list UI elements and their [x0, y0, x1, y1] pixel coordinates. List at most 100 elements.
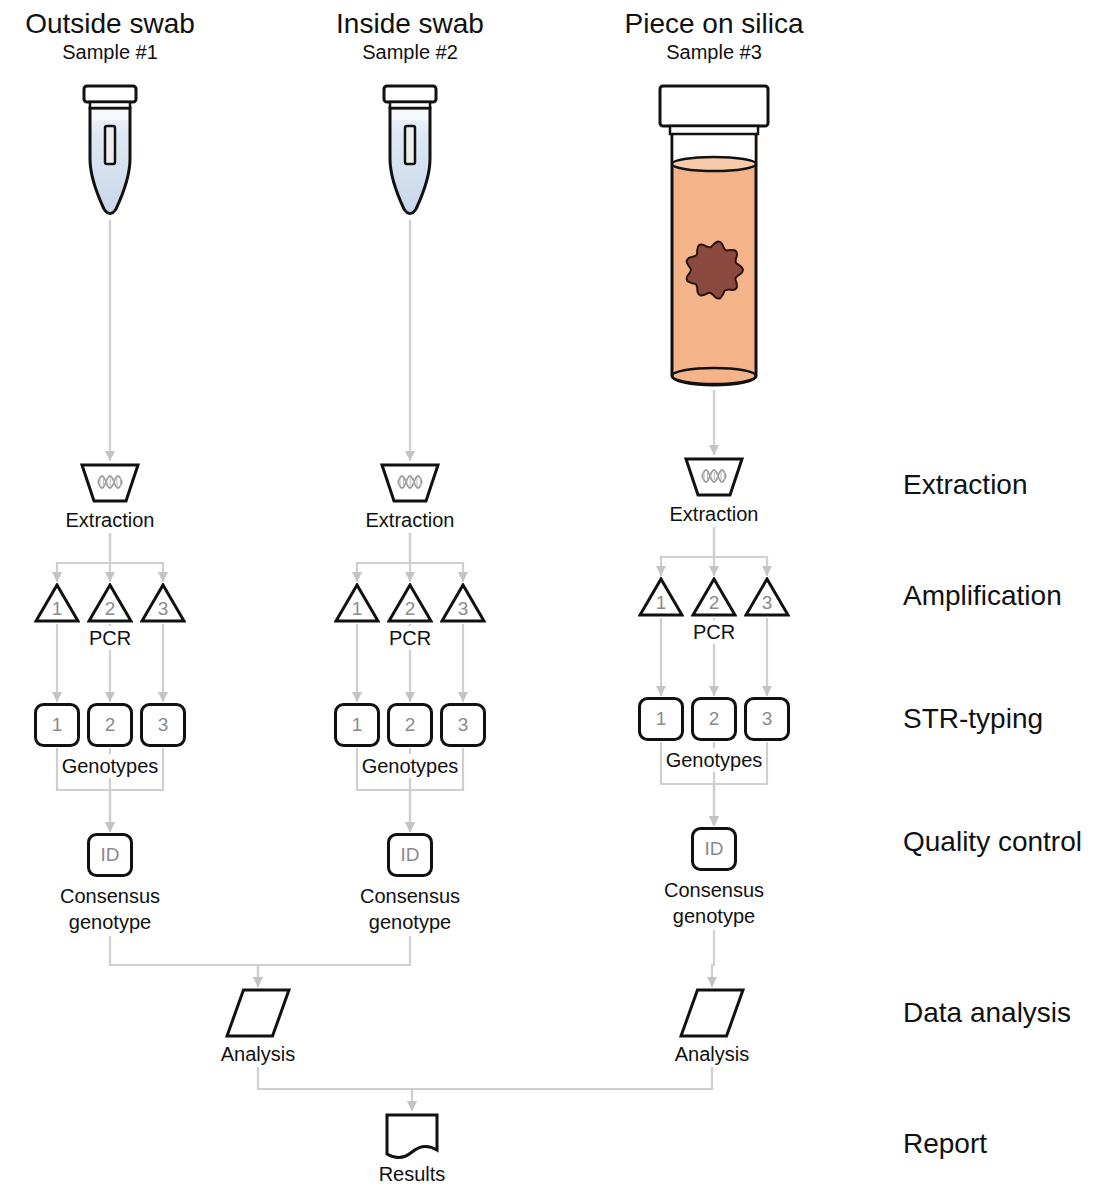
pcr-node: 1 [332, 583, 382, 623]
flow-arrow [661, 527, 714, 576]
sample-number: Sample #2 [334, 40, 486, 64]
consensus-node: IDConsensus genotype [48, 833, 172, 935]
flow-arrow [57, 533, 110, 582]
shape-number: 2 [691, 697, 737, 741]
sample-tube [380, 84, 440, 219]
pcr-node: 3 [742, 577, 792, 617]
stage-label: Extraction [903, 469, 1028, 501]
shape-label: Consensus genotype [654, 877, 774, 929]
consensus-node: ID Consensus genotype [652, 827, 776, 929]
sample-node: Inside swabSample #2 [334, 8, 486, 219]
flow-arrow [409, 220, 411, 461]
pcr-node: 1 [32, 583, 82, 623]
shape-number: ID [387, 833, 433, 877]
genotype-node: 1 [32, 703, 82, 747]
sample-node: Outside swabSample #1 [23, 8, 197, 219]
genotype-node: 3 [138, 703, 188, 747]
extraction-icon [683, 456, 745, 498]
flow-arrow [410, 533, 463, 582]
genotype-node: 2 [385, 703, 435, 747]
shape-number: 3 [440, 703, 486, 747]
flow-arrow [412, 1067, 712, 1111]
shape-number: 3 [140, 703, 186, 747]
pcr-node: 2 [85, 583, 135, 623]
shape-label: Extraction [364, 508, 457, 532]
group-label: PCR [690, 620, 738, 644]
flow-arrow [110, 533, 163, 582]
shape-number: 2 [87, 583, 133, 623]
pcr-node: 2 [689, 577, 739, 617]
group-label: PCR [386, 626, 434, 650]
shape-number: 1 [638, 577, 684, 617]
flow-arrow [712, 930, 714, 987]
genotype-node: 2 [85, 703, 135, 747]
shape-number: 1 [334, 583, 380, 623]
sample-title: Piece on silica [623, 8, 806, 40]
extraction-icon [79, 462, 141, 504]
stage-label: Report [903, 1128, 987, 1160]
pcr-node: 1 [636, 577, 686, 617]
genotype-node: 3 [742, 697, 792, 741]
sample-title: Outside swab [23, 8, 197, 40]
extraction-node: Extraction [364, 462, 457, 532]
shape-label: Consensus genotype [350, 883, 470, 935]
shape-number: 1 [638, 697, 684, 741]
sample-title: Inside swab [334, 8, 486, 40]
shape-number: 3 [440, 583, 486, 623]
shape-label: Analysis [673, 1042, 752, 1066]
flow-arrow [356, 624, 358, 702]
report-node: Results [377, 1112, 448, 1186]
stage-label: Data analysis [903, 997, 1071, 1029]
genotype-node: 2 [689, 697, 739, 741]
sample-tube [80, 84, 140, 219]
shape-label: Analysis [219, 1042, 298, 1066]
flow-arrow [258, 1067, 412, 1111]
flow-arrow [713, 390, 715, 455]
shape-label: Results [377, 1162, 448, 1186]
flow-arrow [766, 618, 768, 696]
analysis-node: Analysis [673, 988, 752, 1066]
sample-tube [658, 84, 770, 389]
consensus-node: ID Consensus genotype [348, 833, 472, 935]
shape-number: 3 [744, 577, 790, 617]
flow-arrow [56, 624, 58, 702]
stage-label: Quality control [903, 826, 1082, 858]
sample-number: Sample #1 [23, 40, 197, 64]
analysis-node: Analysis [219, 988, 298, 1066]
flow-arrow [357, 533, 410, 582]
extraction-icon [379, 462, 441, 504]
analysis-parallelogram [225, 988, 291, 1038]
stage-label: Amplification [903, 580, 1062, 612]
shape-label: Extraction [668, 502, 761, 526]
sample-node: Piece on silicaSample #3 [623, 8, 806, 389]
shape-number: 2 [387, 583, 433, 623]
pcr-node: 3 [438, 583, 488, 623]
stage-label: STR-typing [903, 703, 1043, 735]
pcr-node: 3 [138, 583, 188, 623]
flow-arrow [462, 624, 464, 702]
shape-number: ID [691, 827, 737, 871]
analysis-parallelogram [679, 988, 745, 1038]
shape-number: 3 [744, 697, 790, 741]
genotype-node: 1 [636, 697, 686, 741]
group-label: PCR [86, 626, 134, 650]
flow-arrow [162, 624, 164, 702]
shape-label: Extraction [64, 508, 157, 532]
flow-arrow [714, 527, 767, 576]
shape-number: 2 [87, 703, 133, 747]
genotype-node: 1 [332, 703, 382, 747]
extraction-node: Extraction [64, 462, 157, 532]
report-document [384, 1112, 440, 1160]
flow-arrow [109, 220, 111, 461]
shape-number: 1 [34, 703, 80, 747]
shape-number: ID [87, 833, 133, 877]
group-label: Genotypes [663, 748, 766, 772]
group-label: Genotypes [59, 754, 162, 778]
shape-number: 3 [140, 583, 186, 623]
shape-number: 1 [34, 583, 80, 623]
group-label: Genotypes [359, 754, 462, 778]
shape-number: 2 [691, 577, 737, 617]
flow-arrow [660, 618, 662, 696]
flow-arrow [258, 936, 410, 987]
shape-number: 2 [387, 703, 433, 747]
